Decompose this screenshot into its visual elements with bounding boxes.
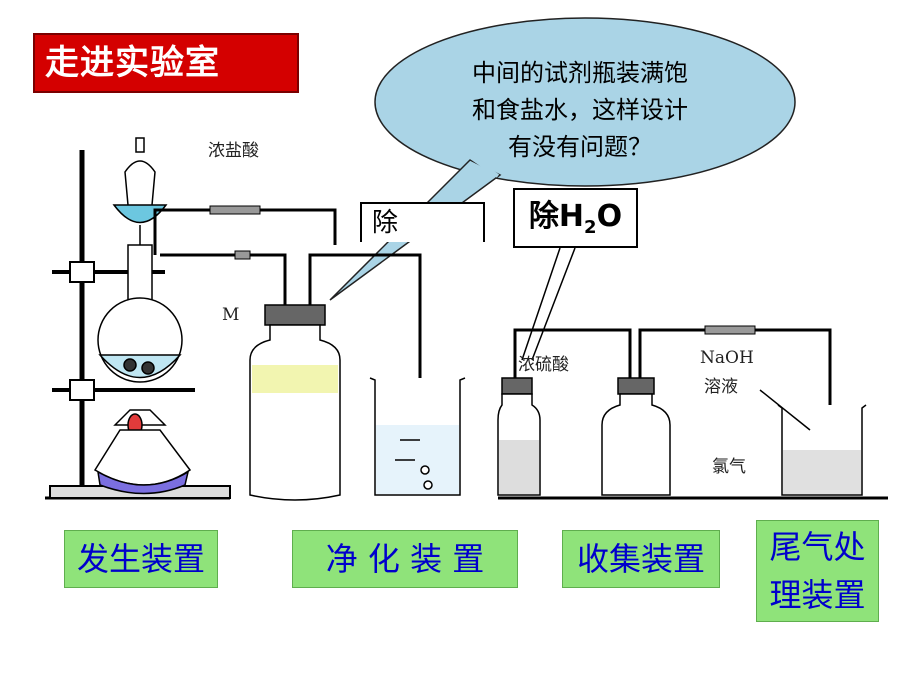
page-title: 走进实验室: [33, 33, 299, 93]
section-generation-label: 发生装置: [64, 530, 218, 588]
callout-line: 和食盐水，这样设计: [472, 96, 688, 124]
section-purification-label: 净 化 装 置: [292, 530, 518, 588]
tail-gas-line: 理装置: [769, 576, 866, 614]
collection-bottle: [601, 377, 671, 496]
round-flask: [97, 244, 183, 383]
solution-label: 溶液: [704, 377, 738, 397]
partial-label-text: 除: [372, 208, 399, 238]
conc-hcl-label: 浓盐酸: [208, 141, 259, 161]
chlorine-label: 氯气: [712, 457, 746, 477]
remove-prefix: 除: [528, 199, 559, 234]
callout-line: 中间的试剂瓶装满饱: [472, 59, 688, 87]
drying-bottle: [497, 377, 541, 496]
tail-gas-line: 尾气处: [769, 528, 866, 566]
naoh-label: NaOH: [700, 348, 754, 368]
wash-bottle: [249, 304, 341, 501]
naoh-beaker: [759, 389, 867, 496]
section-tail-gas-label: 尾气处 理装置: [756, 520, 879, 622]
formula-h: H: [558, 199, 585, 234]
purify-beaker: [369, 377, 466, 496]
section-collection-label: 收集装置: [562, 530, 720, 588]
separatory-funnel: [112, 137, 168, 280]
conc-h2so4-label: 浓硫酸: [518, 355, 569, 375]
formula-o: O: [596, 199, 623, 234]
remove-h2o-box: 除H2O: [513, 188, 638, 248]
callout-bubble: [329, 17, 796, 301]
alcohol-burner: [93, 409, 192, 495]
partial-label-box: 除: [360, 202, 485, 242]
callout-text: 中间的试剂瓶装满饱 和食盐水，这样设计 有没有问题？: [400, 55, 760, 166]
flask-m-label: M: [222, 305, 240, 325]
formula-subscript: 2: [584, 217, 597, 238]
pointer-lines: [521, 247, 576, 361]
callout-line: 有没有问题？: [508, 133, 652, 161]
